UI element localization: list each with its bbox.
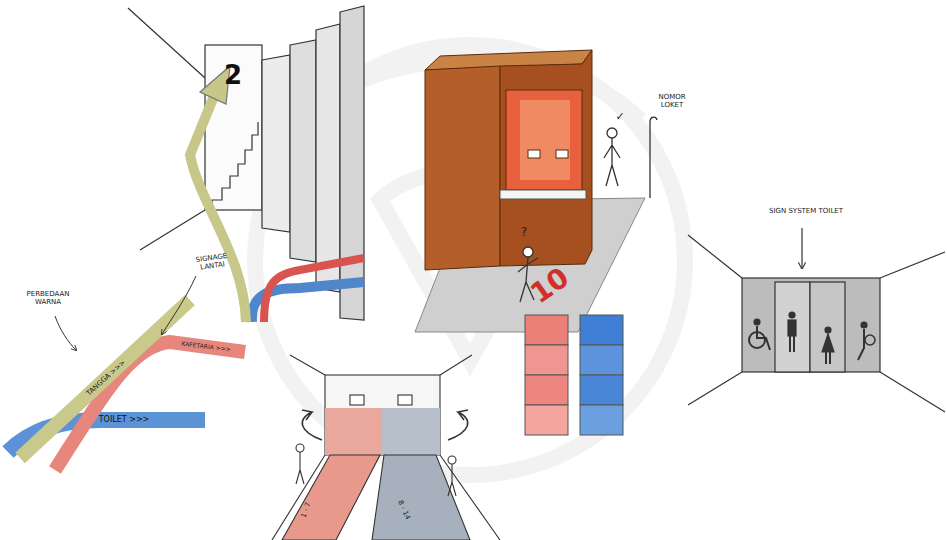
note-text: SIGN SYSTEM TOILET: [766, 207, 846, 215]
ticket-booth: [415, 50, 645, 332]
check-mark: ✓: [615, 111, 624, 124]
note-text: NOMOR LOKET: [650, 93, 694, 109]
note-text: PERBEDAAN WARNA: [18, 290, 78, 306]
band-text: TOILET >>>: [99, 415, 150, 424]
corridor-sketch: [128, 6, 364, 322]
entrance-corridor: [272, 355, 500, 540]
note-text: SIGNAGE LANTAI: [187, 251, 237, 274]
toilet-sign-room: [688, 228, 945, 412]
floor-signage-bands: [8, 276, 245, 470]
colour-strips: [525, 315, 623, 435]
question-mark: ?: [521, 226, 527, 240]
floor-number: 2: [224, 61, 242, 91]
